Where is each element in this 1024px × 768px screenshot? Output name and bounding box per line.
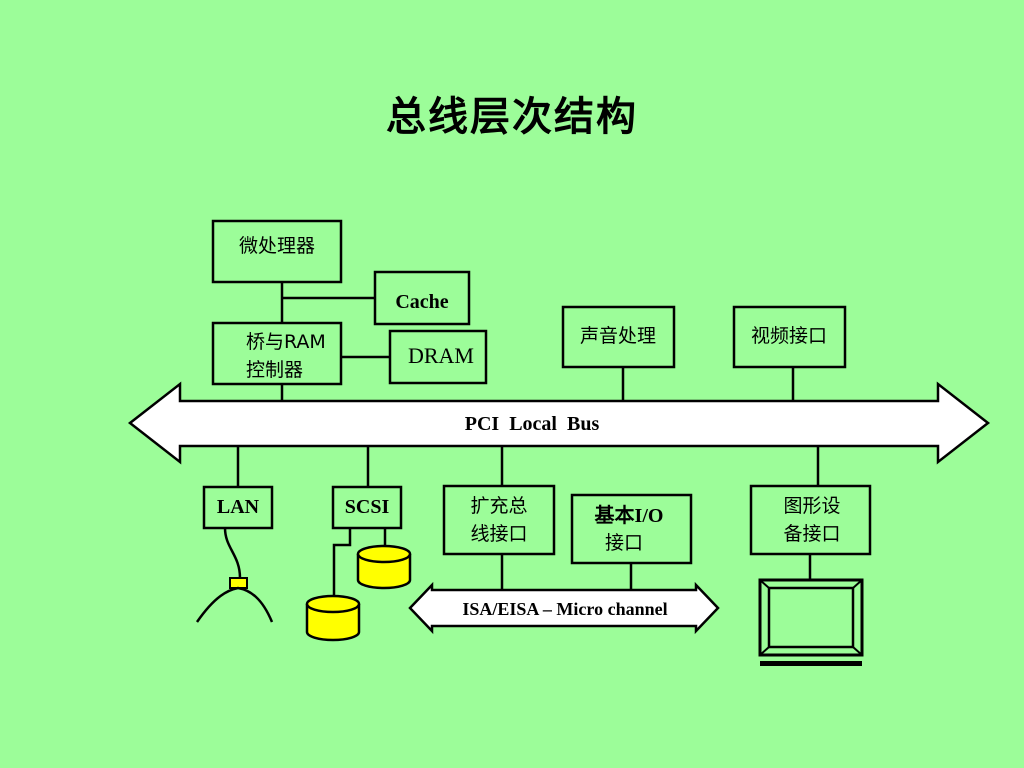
pci-bus-arrow [127,381,991,465]
cpu-label: 微处理器 [239,235,315,257]
dram-box [388,329,488,385]
basic-io-label-line1: 基本I/O [595,504,664,527]
scsi-box [331,485,403,530]
cache-label: Cache [395,291,448,313]
graphics-box [749,484,872,556]
video-box [732,305,847,369]
network-antenna-icon [195,577,274,623]
monitor-icon [758,578,864,666]
cpu-box [211,219,343,284]
cache-box [373,270,471,326]
expansion-label-line2: 线接口 [470,523,527,545]
bridge-label-line1: 桥与RAM [246,331,326,353]
scsi-label: SCSI [345,496,390,518]
graphics-label-line1: 图形设 [783,495,840,517]
basic-io-box [570,493,693,565]
disk-icon [356,544,412,590]
expansion-label-line1: 扩充总 [470,495,527,517]
isa-bus-arrow [408,581,720,635]
pci-bus-label: PCI Local Bus [465,413,600,435]
lan-label: LAN [217,496,260,518]
graphics-label-line2: 备接口 [783,523,840,545]
video-label: 视频接口 [751,325,827,347]
expansion-box [442,484,556,556]
dram-label: DRAM [408,343,474,368]
basic-io-label-line2: 接口 [605,532,643,554]
audio-label: 声音处理 [580,325,656,347]
bridge-label-line2: 控制器 [246,359,303,381]
lan-cable [223,527,242,579]
bridge-box [211,321,343,386]
audio-box [561,305,676,369]
lan-box [202,485,274,530]
isa-bus-label: ISA/EISA – Micro channel [462,599,667,619]
disk-icon [305,594,361,642]
scsi-disk1-wire [332,528,352,598]
page-title: 总线层次结构 [386,94,638,140]
